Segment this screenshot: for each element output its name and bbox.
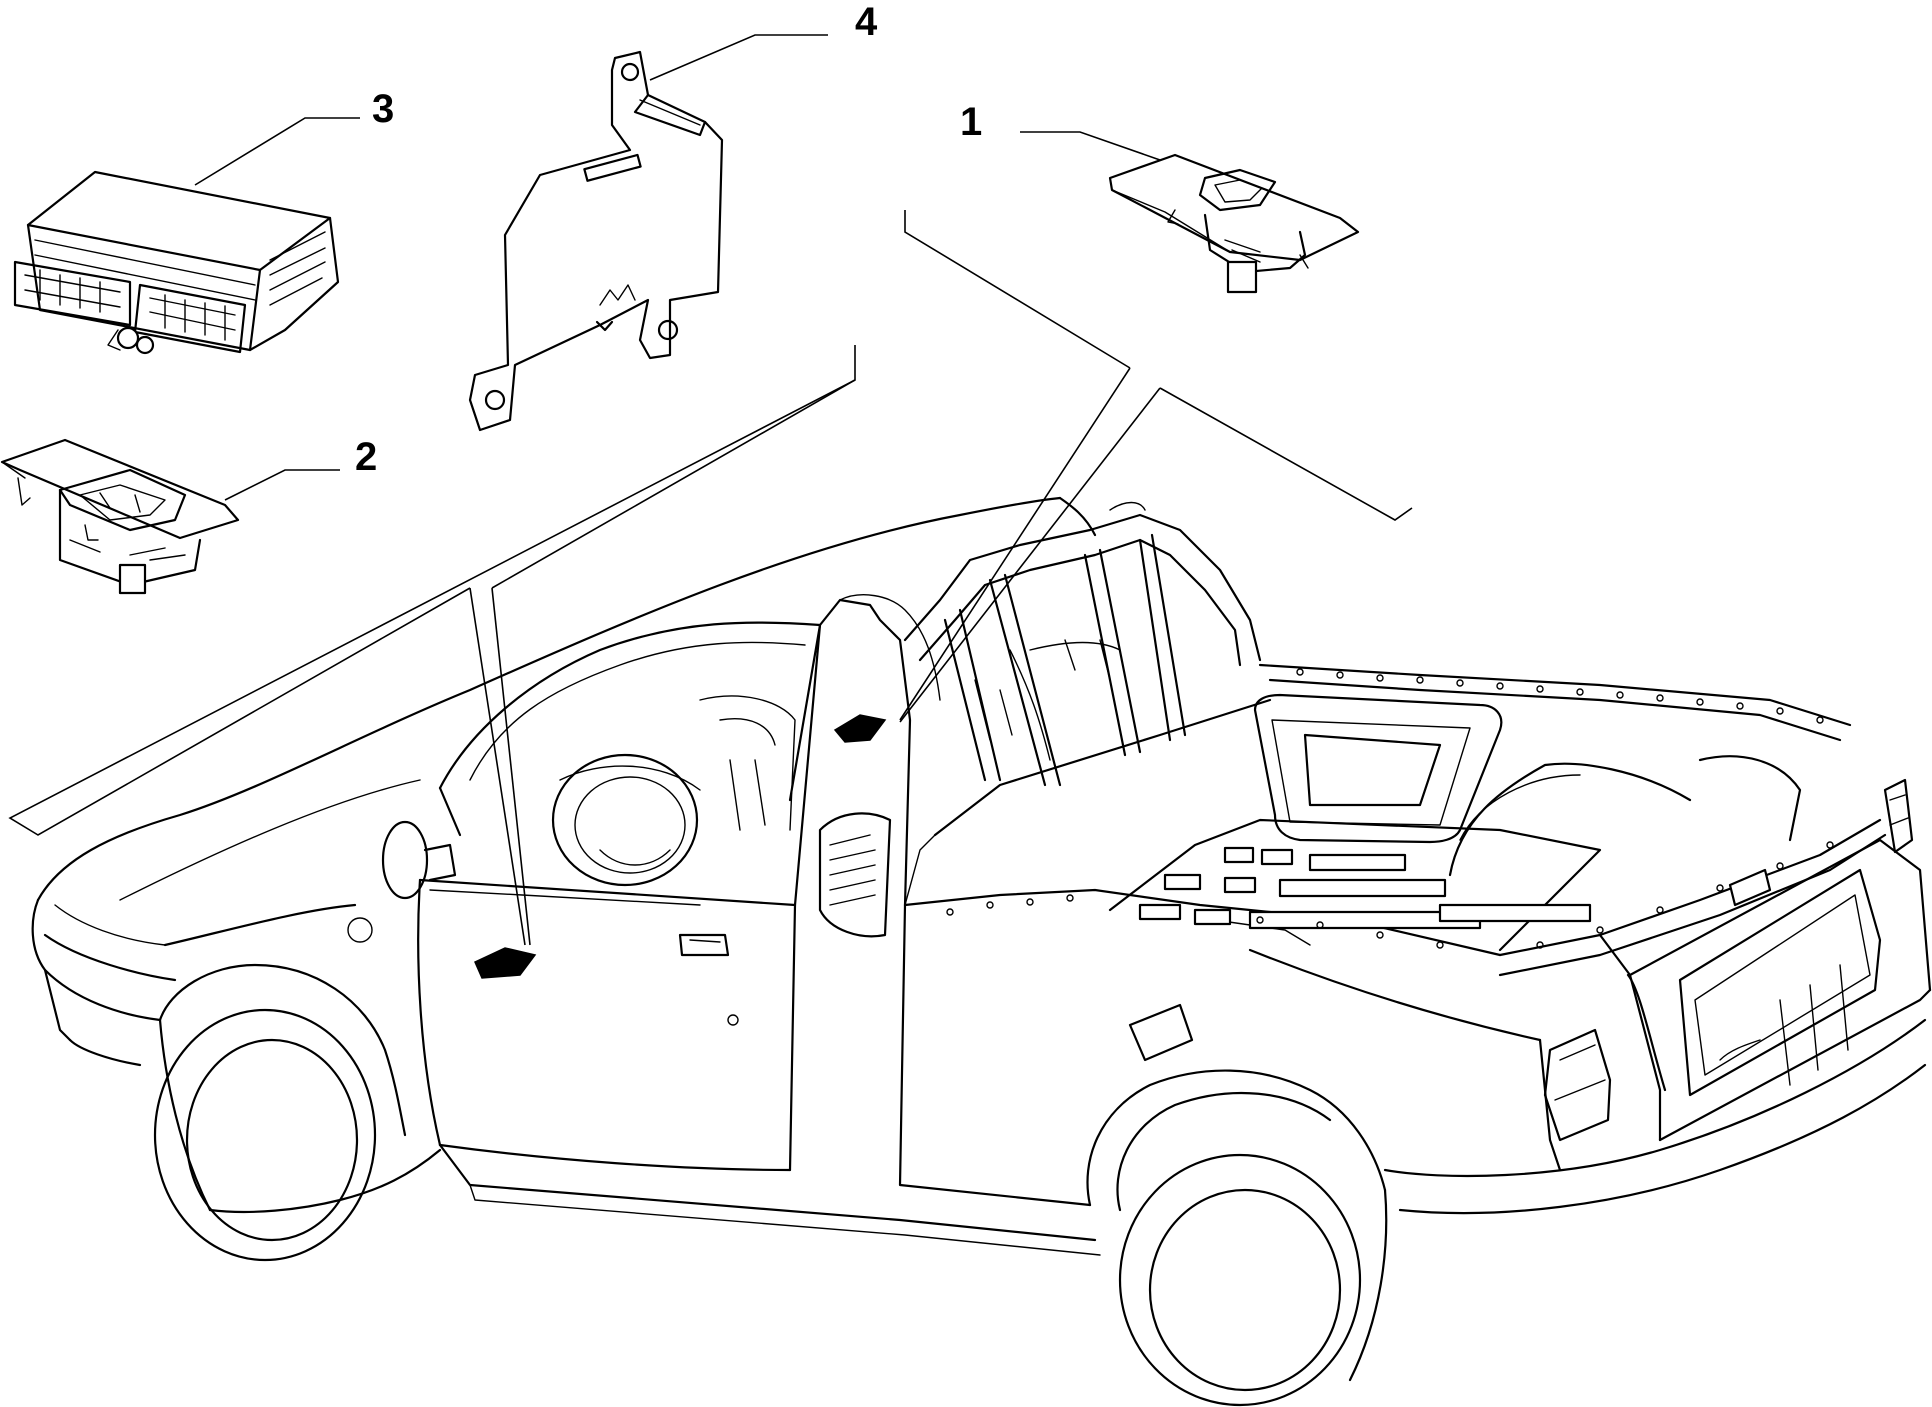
part-1-window-switch xyxy=(1108,153,1360,294)
leader-lines xyxy=(194,34,1161,501)
callout-3: 3 xyxy=(372,87,394,131)
part-1-location-marker xyxy=(833,714,887,743)
leader-4 xyxy=(649,34,828,81)
callout-1: 1 xyxy=(960,100,982,144)
callout-2: 2 xyxy=(355,435,377,479)
part-4-bracket xyxy=(468,50,724,432)
leader-2 xyxy=(224,469,340,501)
part-3-control-module xyxy=(13,170,340,355)
leader-1 xyxy=(1020,131,1161,161)
part-2-location-marker xyxy=(474,947,537,979)
part-2-window-switch xyxy=(0,438,240,595)
callout-4: 4 xyxy=(855,0,878,44)
pickup-truck xyxy=(31,496,1932,1407)
exploded-view-lines xyxy=(8,210,1413,946)
leader-3 xyxy=(194,117,360,186)
